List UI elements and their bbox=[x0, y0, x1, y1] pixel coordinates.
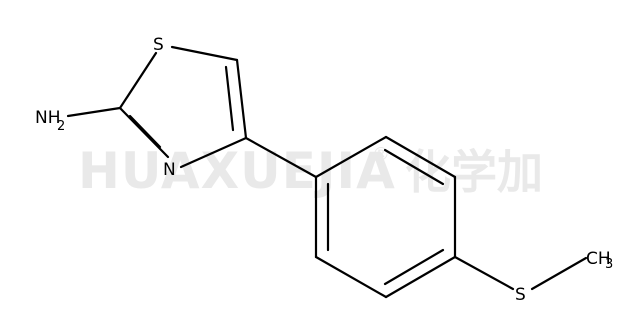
bond-c4-phenyl bbox=[244, 136, 318, 179]
bond-ph4-s bbox=[453, 255, 515, 291]
bond-c4-n3 bbox=[179, 136, 248, 169]
watermark-latin: HUAXUEJIA bbox=[78, 142, 396, 200]
atom-methyl: CH bbox=[586, 249, 611, 269]
bond-ph2-ph3 bbox=[384, 135, 457, 179]
bond-ph2-ph3-inner bbox=[383, 148, 445, 186]
bond-n3-c2-inner bbox=[128, 114, 162, 149]
bond-c5-c4-inner bbox=[224, 65, 235, 132]
bond-ph1-ph2 bbox=[314, 135, 388, 179]
bond-ph5-ph6 bbox=[314, 255, 388, 299]
watermark: HUAXUEJIA ® 化学加 bbox=[78, 142, 543, 200]
atom-amine: NH bbox=[35, 108, 61, 128]
bond-s-ch3 bbox=[530, 256, 588, 291]
atom-amine-subscript: 2 bbox=[57, 119, 65, 134]
atom-methyl-subscript: 3 bbox=[605, 257, 613, 272]
bond-n3-c2 bbox=[118, 106, 170, 159]
bonds bbox=[66, 45, 588, 299]
bond-c2-s1 bbox=[118, 51, 158, 110]
atom-sulfur-ring: S bbox=[153, 35, 164, 55]
bond-ph4-ph5 bbox=[384, 255, 457, 299]
watermark-registered: ® bbox=[372, 144, 390, 165]
atom-nitrogen-ring: N bbox=[163, 160, 176, 180]
bond-s1-c5 bbox=[170, 45, 239, 62]
watermark-chinese: 化学加 bbox=[405, 145, 543, 199]
bond-c5-c4 bbox=[235, 58, 248, 140]
atom-labels: S N NH 2 S CH 3 bbox=[35, 35, 613, 305]
atom-sulfur-thioether: S bbox=[515, 285, 526, 305]
bond-ph4-ph5-inner bbox=[383, 248, 445, 286]
bond-c2-nh2 bbox=[66, 106, 122, 118]
